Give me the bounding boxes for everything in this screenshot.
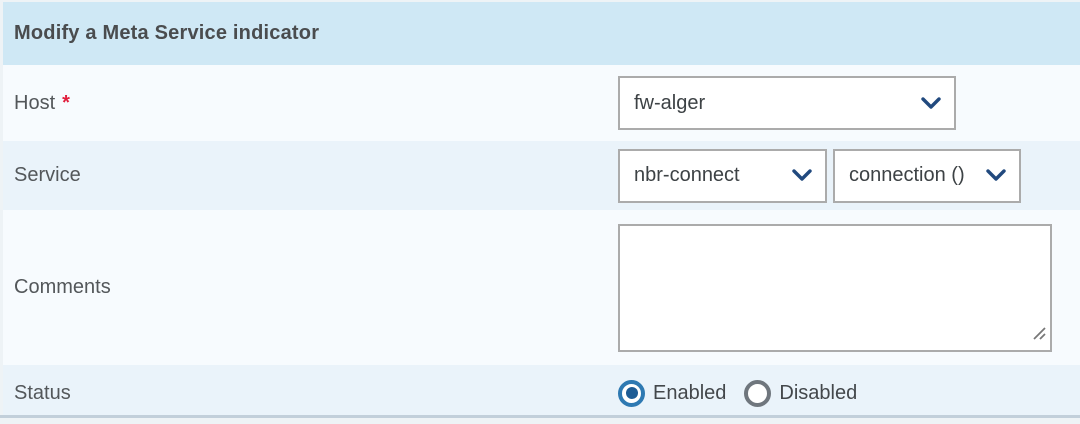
service-label-cell: Service [3,164,618,187]
comments-row: Comments [3,210,1080,365]
radio-selected-icon [618,379,645,407]
metric-select[interactable]: connection () [833,148,1021,203]
radio-unselected-icon [744,379,772,407]
service-field-cell: nbr-connect connection () [618,148,1021,203]
comments-textarea-wrap [618,223,1052,352]
form-header: Modify a Meta Service indicator [3,2,1080,65]
comments-field-cell [618,223,1052,352]
service-select[interactable]: nbr-connect [618,148,827,203]
service-select-value: nbr-connect [634,164,740,186]
radio-dot [625,387,638,399]
status-disabled-label: Disabled [779,381,858,404]
status-radio-disabled[interactable]: Disabled [744,379,858,407]
status-label: Status [14,381,71,404]
status-label-cell: Status [3,382,618,405]
required-asterisk: * [62,91,70,114]
host-select-value: fw-alger [634,91,706,114]
status-enabled-label: Enabled [653,381,727,404]
service-label: Service [14,164,81,186]
chevron-down-icon [986,169,1006,182]
status-field-cell: Enabled Disabled [618,379,858,407]
host-label-cell: Host * [3,92,618,115]
host-select[interactable]: fw-alger [618,76,956,130]
metric-select-value: connection () [849,164,965,186]
host-label: Host [14,91,56,114]
comments-textarea[interactable] [618,223,1052,352]
comments-label: Comments [14,276,111,298]
chevron-down-icon [792,169,812,182]
form-bottom-border [0,415,1080,418]
host-field-cell: fw-alger [618,76,956,130]
chevron-down-icon [921,96,941,110]
status-row: Status Enabled Disabled [3,365,1080,415]
host-row: Host * fw-alger [3,65,1080,141]
form-title: Modify a Meta Service indicator [14,22,320,44]
service-row: Service nbr-connect connection () [3,141,1080,210]
status-radio-enabled[interactable]: Enabled [618,379,727,407]
comments-label-cell: Comments [3,276,618,299]
